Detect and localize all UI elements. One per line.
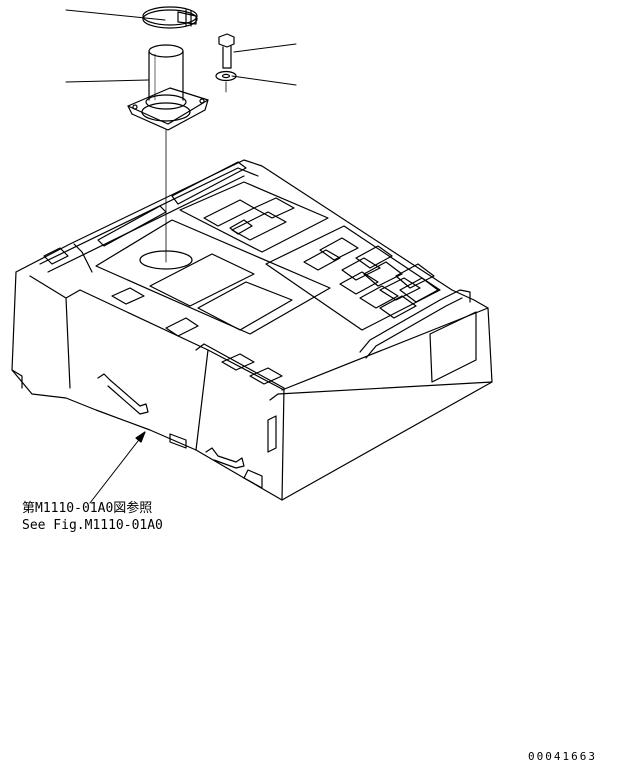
leader-clamp [65,9,166,21]
hose-clamp [142,6,198,29]
reference-arrow [89,431,146,504]
reference-note: 第M1110-01A0図参照 See Fig.M1110-01A0 [22,500,163,534]
leader-washer [231,75,297,86]
bolt [218,33,235,69]
leader-cylinder [65,79,149,83]
reference-note-jp: 第M1110-01A0図参照 [22,501,153,516]
floor-frame [11,159,493,501]
filler-cylinder [127,44,209,131]
leader-lines [65,9,297,86]
reference-note-en: See Fig.M1110-01A0 [22,518,163,533]
washer [215,70,237,93]
leader-bolt [233,43,297,53]
drawing-number: 00041663 [528,750,597,763]
